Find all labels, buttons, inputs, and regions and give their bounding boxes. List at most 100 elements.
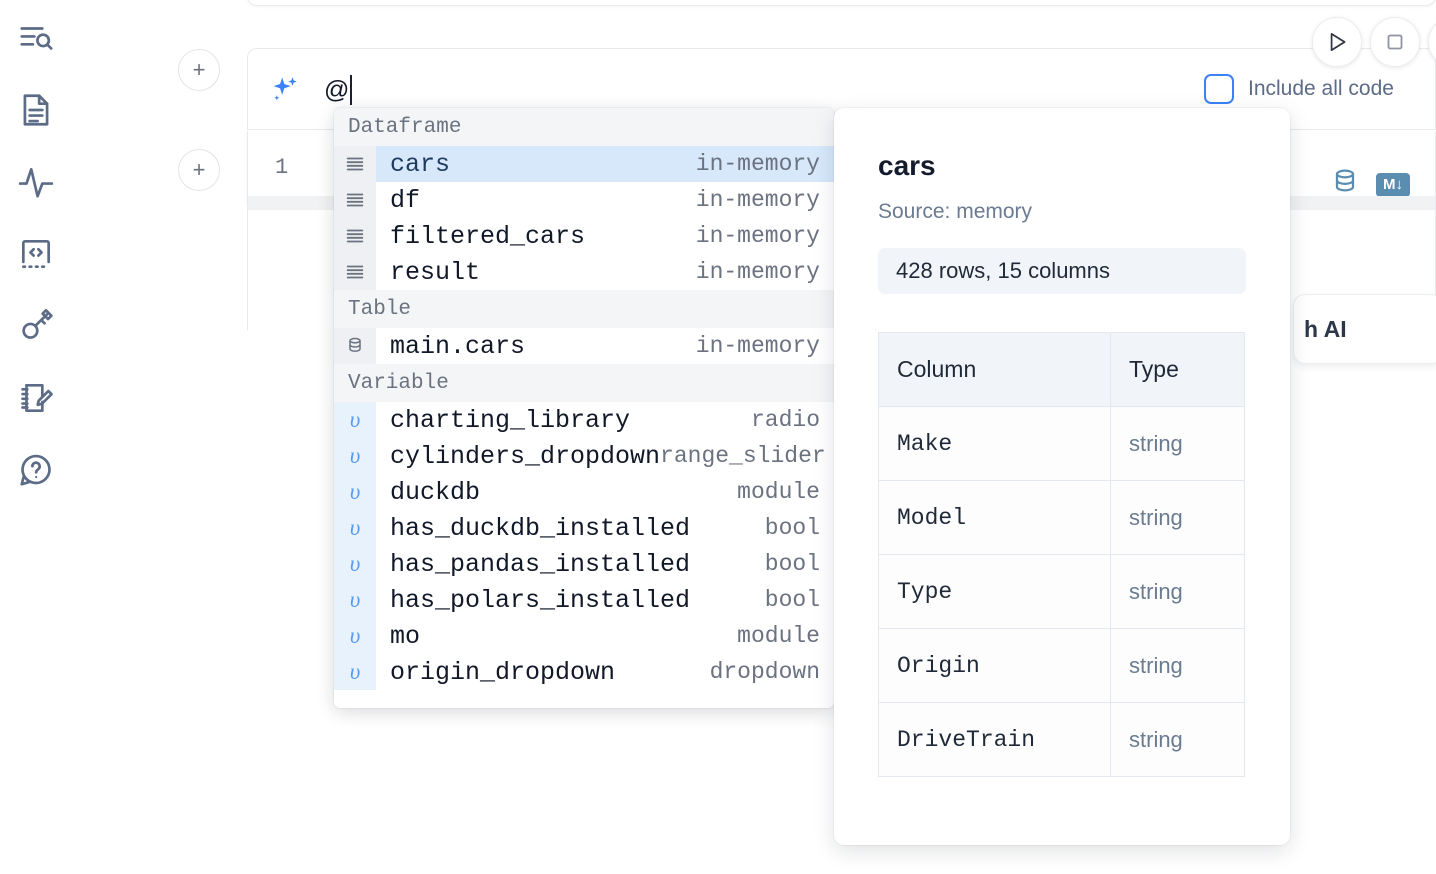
more-cell-actions-button[interactable] bbox=[1428, 17, 1436, 67]
autocomplete-item-name: charting_library bbox=[390, 405, 631, 435]
autocomplete-item[interactable]: result in-memory bbox=[334, 254, 834, 290]
schema-column-type: string bbox=[1110, 554, 1245, 629]
autocomplete-section-header: Dataframe bbox=[334, 108, 834, 146]
autocomplete-item-name: df bbox=[390, 185, 421, 215]
autocomplete-item[interactable]: df in-memory bbox=[334, 182, 834, 218]
variable-icon: υ bbox=[334, 546, 376, 582]
file-text-icon bbox=[17, 91, 55, 129]
autocomplete-item-name: has_pandas_installed bbox=[390, 549, 691, 579]
help-chat-icon bbox=[17, 451, 55, 489]
autocomplete-item-kind: dropdown bbox=[709, 659, 820, 685]
database-icon[interactable] bbox=[1330, 167, 1360, 202]
detail-shape-badge: 428 rows, 15 columns bbox=[878, 248, 1246, 294]
sidebar-item-snippets[interactable] bbox=[12, 230, 60, 278]
sparkles-icon bbox=[268, 73, 302, 107]
include-all-code-label: Include all code bbox=[1248, 77, 1394, 100]
markdown-icon[interactable]: M↓ bbox=[1376, 172, 1410, 197]
left-sidebar bbox=[0, 0, 72, 874]
line-number: 1 bbox=[275, 155, 289, 180]
generate-with-ai-button[interactable]: h AI bbox=[1293, 294, 1436, 364]
autocomplete-item-name: has_polars_installed bbox=[390, 585, 691, 615]
sidebar-item-scratchpad[interactable] bbox=[12, 374, 60, 422]
include-all-code-row[interactable]: Include all code bbox=[1204, 74, 1394, 104]
autocomplete-item[interactable]: υ origin_dropdown dropdown bbox=[334, 654, 834, 690]
key-icon bbox=[17, 307, 55, 345]
autocomplete-item-name: main.cars bbox=[390, 331, 526, 361]
plus-icon: + bbox=[192, 157, 206, 182]
autocomplete-item-kind: in-memory bbox=[695, 259, 820, 285]
schema-column-name: Model bbox=[878, 480, 1111, 555]
schema-column-type: string bbox=[1110, 406, 1245, 481]
run-cell-button[interactable] bbox=[1312, 17, 1362, 67]
column-header-type: Type bbox=[1110, 332, 1245, 407]
autocomplete-item-name: duckdb bbox=[390, 477, 481, 507]
ai-prompt-input[interactable]: @ bbox=[324, 73, 1170, 107]
autocomplete-item[interactable]: υ has_duckdb_installed bool bbox=[334, 510, 834, 546]
detail-source: Source: memory bbox=[878, 200, 1033, 223]
cell-type-icons: M↓ bbox=[1330, 167, 1410, 202]
autocomplete-item-kind: bool bbox=[764, 587, 820, 613]
variable-icon: υ bbox=[334, 582, 376, 618]
autocomplete-item-kind: module bbox=[737, 623, 820, 649]
ai-prompt-value: @ bbox=[324, 75, 350, 104]
variable-icon: υ bbox=[334, 654, 376, 690]
autocomplete-section-header: Variable bbox=[334, 364, 834, 402]
dataframe-icon bbox=[334, 218, 376, 254]
include-all-code-checkbox[interactable] bbox=[1204, 74, 1234, 104]
autocomplete-item[interactable]: filtered_cars in-memory bbox=[334, 218, 834, 254]
schema-column-type: string bbox=[1110, 702, 1245, 777]
column-header-column: Column bbox=[878, 332, 1111, 407]
autocomplete-item-name: result bbox=[390, 257, 481, 287]
autocomplete-item-kind: radio bbox=[750, 407, 820, 433]
autocomplete-item[interactable]: main.cars in-memory bbox=[334, 328, 834, 364]
text-cursor bbox=[350, 75, 353, 105]
autocomplete-item[interactable]: υ has_pandas_installed bool bbox=[334, 546, 834, 582]
autocomplete-item-kind: in-memory bbox=[695, 187, 820, 213]
autocomplete-item-kind: module bbox=[737, 479, 820, 505]
sidebar-item-help[interactable] bbox=[12, 446, 60, 494]
dataframe-icon bbox=[334, 254, 376, 290]
autocomplete-item[interactable]: υ has_polars_installed bool bbox=[334, 582, 834, 618]
variable-icon: υ bbox=[334, 510, 376, 546]
autocomplete-item-kind: in-memory bbox=[695, 223, 820, 249]
dataframe-icon bbox=[334, 182, 376, 218]
autocomplete-item-name: filtered_cars bbox=[390, 221, 586, 251]
table-header-row: Column Type bbox=[878, 332, 1245, 407]
add-cell-above-button[interactable]: + bbox=[178, 49, 220, 91]
autocomplete-item-kind: bool bbox=[764, 515, 820, 541]
sidebar-item-file[interactable] bbox=[12, 86, 60, 134]
sidebar-item-secrets[interactable] bbox=[12, 302, 60, 350]
scratchpad-icon bbox=[17, 379, 55, 417]
autocomplete-item-name: has_duckdb_installed bbox=[390, 513, 691, 543]
add-cell-below-button[interactable]: + bbox=[178, 149, 220, 191]
autocomplete-item-name: cars bbox=[390, 149, 451, 179]
stop-square-icon bbox=[1383, 30, 1407, 54]
dataframe-icon bbox=[334, 146, 376, 182]
sidebar-item-activity[interactable] bbox=[12, 158, 60, 206]
schema-column-name: Type bbox=[878, 554, 1111, 629]
detail-title: cars bbox=[878, 150, 936, 181]
code-snippet-icon bbox=[17, 235, 55, 273]
sidebar-item-outline-search[interactable] bbox=[12, 14, 60, 62]
autocomplete-item-kind: bool bbox=[764, 551, 820, 577]
generate-with-ai-label: h AI bbox=[1304, 315, 1347, 342]
variable-icon: υ bbox=[334, 474, 376, 510]
stop-cell-button[interactable] bbox=[1370, 17, 1420, 67]
schema-column-name: DriveTrain bbox=[878, 702, 1111, 777]
autocomplete-item-name: mo bbox=[390, 621, 421, 651]
autocomplete-item-kind: in-memory bbox=[695, 333, 820, 359]
play-icon bbox=[1324, 29, 1350, 55]
activity-icon bbox=[17, 163, 55, 201]
autocomplete-item-name: origin_dropdown bbox=[390, 657, 616, 687]
